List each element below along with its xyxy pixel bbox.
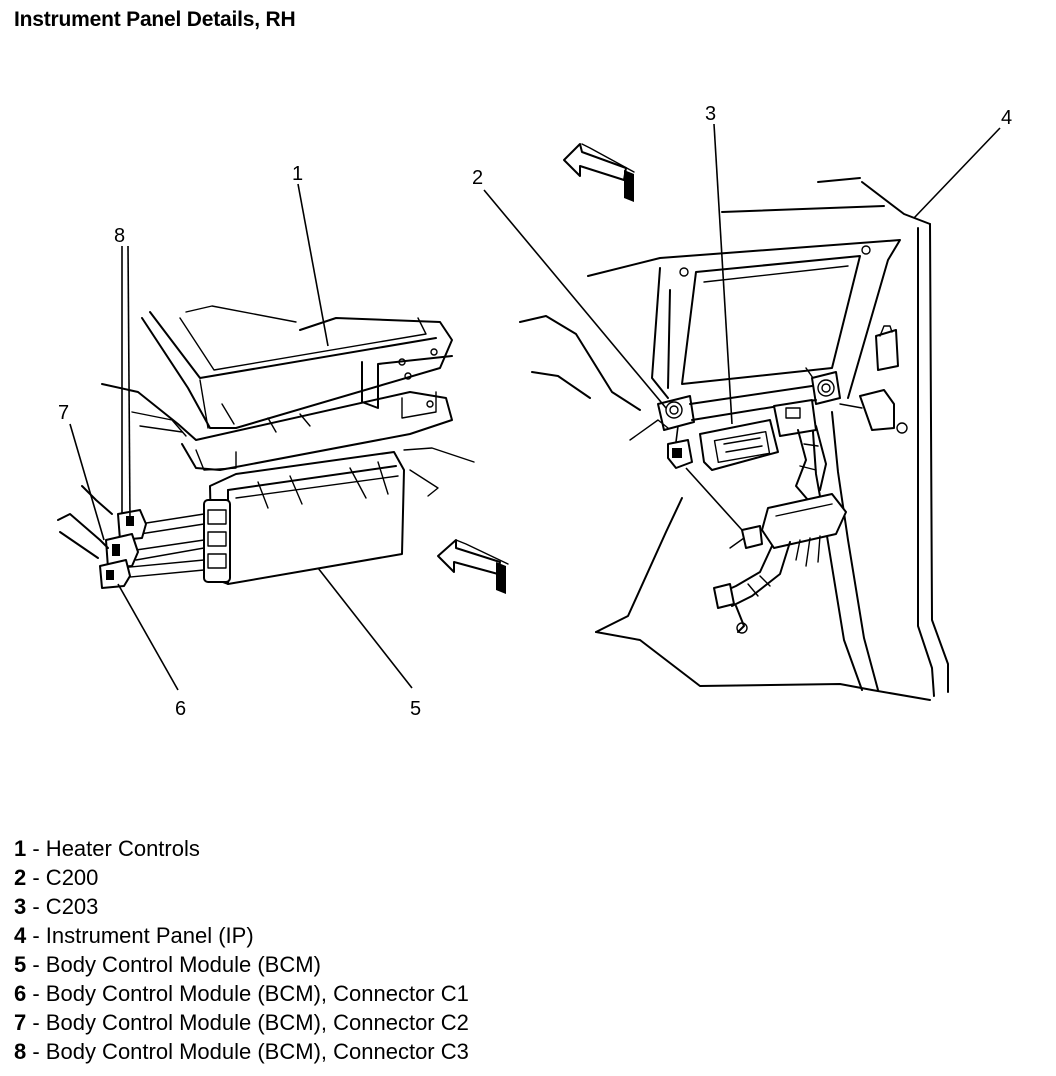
legend-number: 2	[14, 865, 27, 890]
legend-item: 5 - Body Control Module (BCM)	[14, 950, 469, 979]
callout-4: 4	[1001, 107, 1012, 129]
legend-text: - Heater Controls	[26, 836, 200, 861]
legend-item: 2 - C200	[14, 863, 469, 892]
legend-item: 7 - Body Control Module (BCM), Connector…	[14, 1008, 469, 1037]
forward-arrow-icon	[437, 539, 509, 594]
legend-number: 8	[14, 1039, 27, 1064]
legend-number: 5	[14, 952, 27, 977]
legend-item: 3 - C203	[14, 892, 469, 921]
legend-number: 6	[14, 981, 27, 1006]
callout-6: 6	[175, 698, 186, 720]
legend-text: - Instrument Panel (IP)	[26, 923, 254, 948]
wiring-harness	[713, 493, 847, 634]
legend-number: 4	[14, 923, 27, 948]
leader-lines	[69, 123, 1001, 691]
legend-text: - Body Control Module (BCM)	[26, 952, 321, 977]
connector-c203	[699, 399, 827, 501]
legend-text: - C200	[26, 865, 99, 890]
legend: 1 - Heater Controls 2 - C200 3 - C203 4 …	[14, 834, 469, 1066]
instrument-panel-diagram: 1 2 3 4 5 6 7 8	[57, 103, 1012, 720]
callout-7: 7	[58, 402, 69, 424]
callout-5: 5	[410, 698, 421, 720]
callout-2: 2	[472, 167, 483, 189]
bcm-connectors	[57, 485, 147, 589]
legend-text: - C203	[26, 894, 99, 919]
legend-text: - Body Control Module (BCM), Connector C…	[26, 1010, 469, 1035]
callout-1: 1	[292, 163, 303, 185]
heater-controls-assembly	[101, 305, 475, 497]
legend-number: 3	[14, 894, 27, 919]
page-title: Instrument Panel Details, RH	[14, 8, 296, 31]
body-control-module	[119, 451, 405, 585]
legend-item: 6 - Body Control Module (BCM), Connector…	[14, 979, 469, 1008]
legend-number: 7	[14, 1010, 27, 1035]
forward-arrow-icon	[563, 143, 635, 202]
legend-item: 1 - Heater Controls	[14, 834, 469, 863]
legend-item: 8 - Body Control Module (BCM), Connector…	[14, 1037, 469, 1066]
connector-c200	[629, 371, 841, 469]
legend-item: 4 - Instrument Panel (IP)	[14, 921, 469, 950]
callout-3: 3	[705, 103, 716, 125]
legend-number: 1	[14, 836, 27, 861]
legend-text: - Body Control Module (BCM), Connector C…	[26, 1039, 469, 1064]
callout-8: 8	[114, 225, 125, 247]
legend-text: - Body Control Module (BCM), Connector C…	[26, 981, 469, 1006]
